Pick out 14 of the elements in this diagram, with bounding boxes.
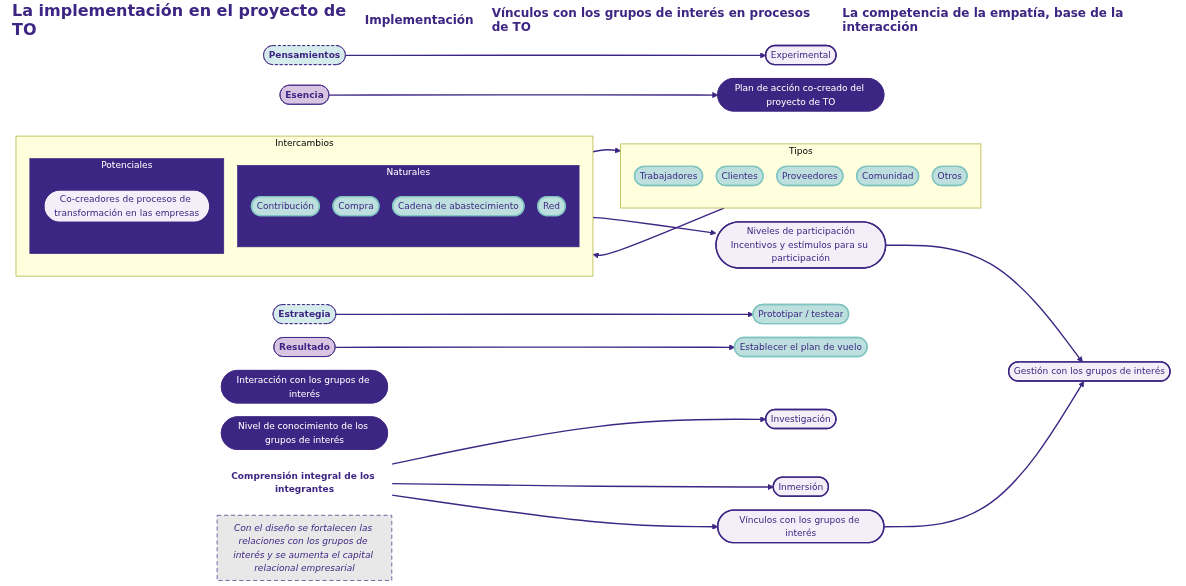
node-text: Comprensión integral de los integrantes bbox=[231, 470, 375, 495]
note-label: Implementación bbox=[364, 13, 474, 27]
arrow bbox=[335, 311, 754, 318]
arrow bbox=[885, 244, 1083, 363]
arrow bbox=[592, 216, 717, 236]
diagram-title: La implementación en el proyecto de TO bbox=[12, 1, 347, 39]
arrow bbox=[391, 482, 774, 491]
node-box: Con el diseño se fortalecen las relaciones con los grupos de interés y se aumenta el capital relacional empresarial bbox=[216, 514, 393, 581]
arrow bbox=[592, 147, 621, 154]
arrow bbox=[328, 92, 719, 99]
arrow bbox=[391, 416, 767, 465]
note-label: Vínculos con los grupos de interés en procesos de TO bbox=[491, 6, 812, 34]
note-label: La competencia de la empatía, base de la interacción bbox=[842, 6, 1125, 34]
arrow bbox=[883, 381, 1085, 528]
